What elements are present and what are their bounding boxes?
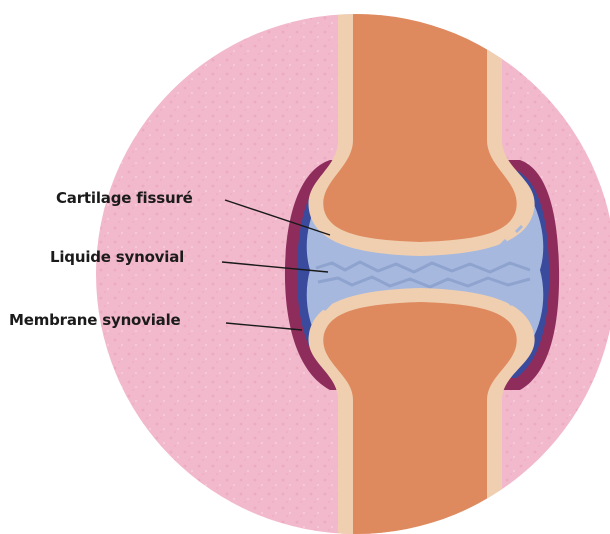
label-cartilage-fissure: Cartilage fissuré: [56, 189, 193, 207]
label-liquide-synovial: Liquide synovial: [50, 248, 184, 266]
label-membrane-synoviale: Membrane synoviale: [9, 311, 181, 329]
